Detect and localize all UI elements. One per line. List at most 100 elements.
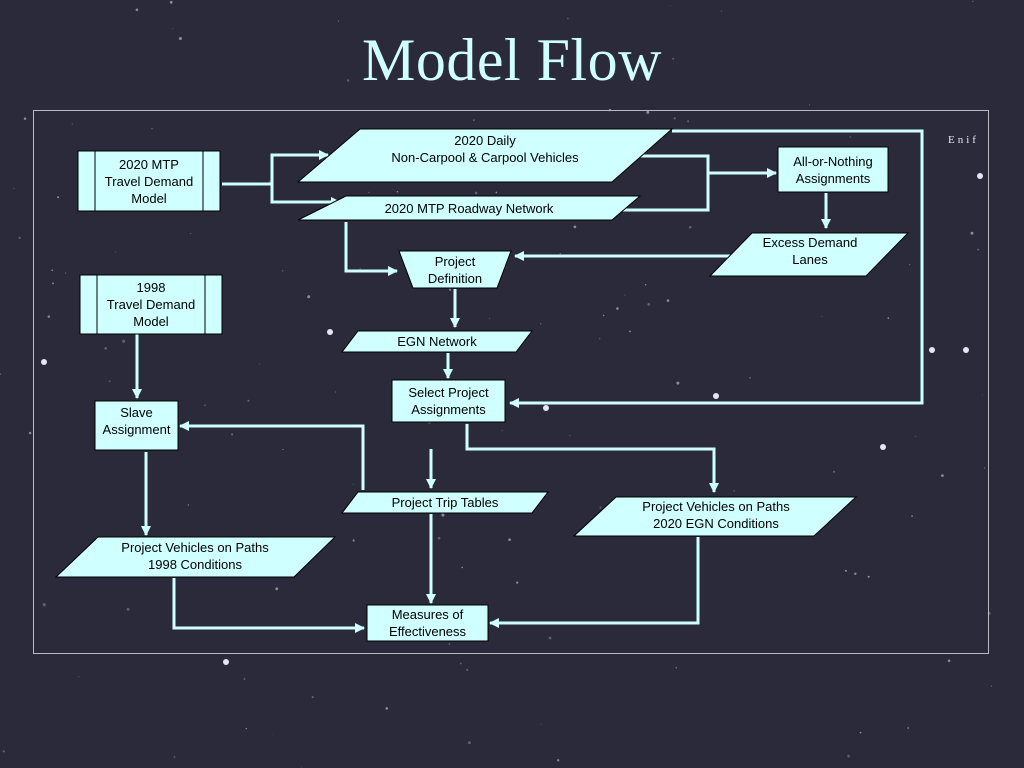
background-star xyxy=(548,636,552,640)
background-star xyxy=(449,56,453,60)
background-star xyxy=(275,587,279,591)
background-star xyxy=(887,317,890,319)
background-star xyxy=(151,127,153,130)
arrow-daily-to-aon xyxy=(636,154,777,178)
background-star xyxy=(859,731,862,734)
background-star xyxy=(281,270,284,272)
node-roadway-network xyxy=(297,195,642,221)
background-star xyxy=(540,323,542,325)
arrow-paths2020-to-moe xyxy=(489,537,700,628)
background-star xyxy=(78,676,80,678)
background-star xyxy=(122,339,126,343)
background-star xyxy=(359,268,361,270)
background-star xyxy=(867,575,870,578)
background-star xyxy=(972,0,974,3)
background-star xyxy=(449,288,452,291)
background-star xyxy=(669,5,671,7)
background-star xyxy=(911,515,913,517)
node-project-definition xyxy=(398,250,512,289)
arrow-mtp-to-daily xyxy=(222,150,329,186)
arrow-daily-to-select xyxy=(509,129,924,408)
bright-star xyxy=(543,405,549,411)
background-star xyxy=(243,678,246,680)
background-star xyxy=(629,330,631,333)
background-star xyxy=(982,394,983,396)
background-star xyxy=(307,295,311,299)
background-star xyxy=(338,20,339,22)
background-star xyxy=(666,299,670,302)
node-egn-network xyxy=(340,330,534,353)
background-star xyxy=(720,10,722,12)
background-star xyxy=(676,381,680,385)
node-excess-demand xyxy=(708,232,910,277)
page-title: Model Flow xyxy=(361,27,663,93)
arrow-paths1998-to-moe xyxy=(172,578,365,633)
background-star xyxy=(687,120,690,123)
background-star xyxy=(854,572,857,576)
background-star xyxy=(675,667,677,669)
bright-star xyxy=(880,444,886,450)
background-star xyxy=(647,302,651,306)
background-star xyxy=(352,539,355,542)
background-star xyxy=(104,346,108,350)
background-star xyxy=(970,231,974,235)
background-star xyxy=(23,117,27,120)
background-star xyxy=(187,504,189,506)
arrow-mtp-to-roadway xyxy=(270,184,341,207)
background-star xyxy=(2,750,5,753)
background-star xyxy=(489,318,490,319)
background-star xyxy=(0,373,2,376)
background-star xyxy=(135,8,139,12)
background-star xyxy=(573,225,577,229)
background-star xyxy=(441,513,445,517)
background-star xyxy=(172,28,174,30)
background-star xyxy=(808,104,811,106)
background-star xyxy=(941,474,944,477)
star-label: Enif xyxy=(948,134,979,146)
background-star xyxy=(947,659,951,663)
node-paths-1998 xyxy=(54,536,337,578)
background-star xyxy=(388,68,391,71)
background-star xyxy=(472,119,475,122)
background-star xyxy=(638,65,640,68)
background-star xyxy=(178,36,182,41)
background-star xyxy=(52,282,54,285)
background-star xyxy=(396,190,399,193)
background-star xyxy=(346,79,350,82)
background-star xyxy=(173,756,176,758)
background-star xyxy=(114,251,116,253)
background-star xyxy=(57,196,60,199)
arrow-roadway-to-definition xyxy=(344,222,398,276)
background-star xyxy=(559,253,561,255)
node-mtp-model xyxy=(77,150,221,212)
background-star xyxy=(459,662,462,665)
background-star xyxy=(505,39,507,41)
background-star xyxy=(18,236,21,240)
node-aon-assignments xyxy=(777,146,889,193)
background-star xyxy=(508,538,511,542)
background-star xyxy=(28,431,32,435)
node-select-project xyxy=(391,379,506,423)
background-star xyxy=(282,449,284,451)
background-star xyxy=(51,269,54,272)
background-star xyxy=(599,506,602,509)
background-star xyxy=(977,248,980,251)
background-star xyxy=(540,723,542,725)
background-star xyxy=(990,685,993,687)
background-star xyxy=(569,435,571,437)
background-star xyxy=(230,433,234,436)
background-star xyxy=(461,566,464,569)
background-star xyxy=(448,642,451,645)
background-star xyxy=(557,759,560,762)
node-slave-assignment xyxy=(94,400,179,451)
background-star xyxy=(602,314,605,317)
background-star xyxy=(849,136,852,138)
background-star xyxy=(832,470,836,473)
background-star xyxy=(335,391,337,393)
background-star xyxy=(844,569,847,572)
background-star xyxy=(385,707,389,710)
background-star xyxy=(272,734,274,735)
background-star xyxy=(907,727,910,729)
background-star xyxy=(259,363,261,365)
